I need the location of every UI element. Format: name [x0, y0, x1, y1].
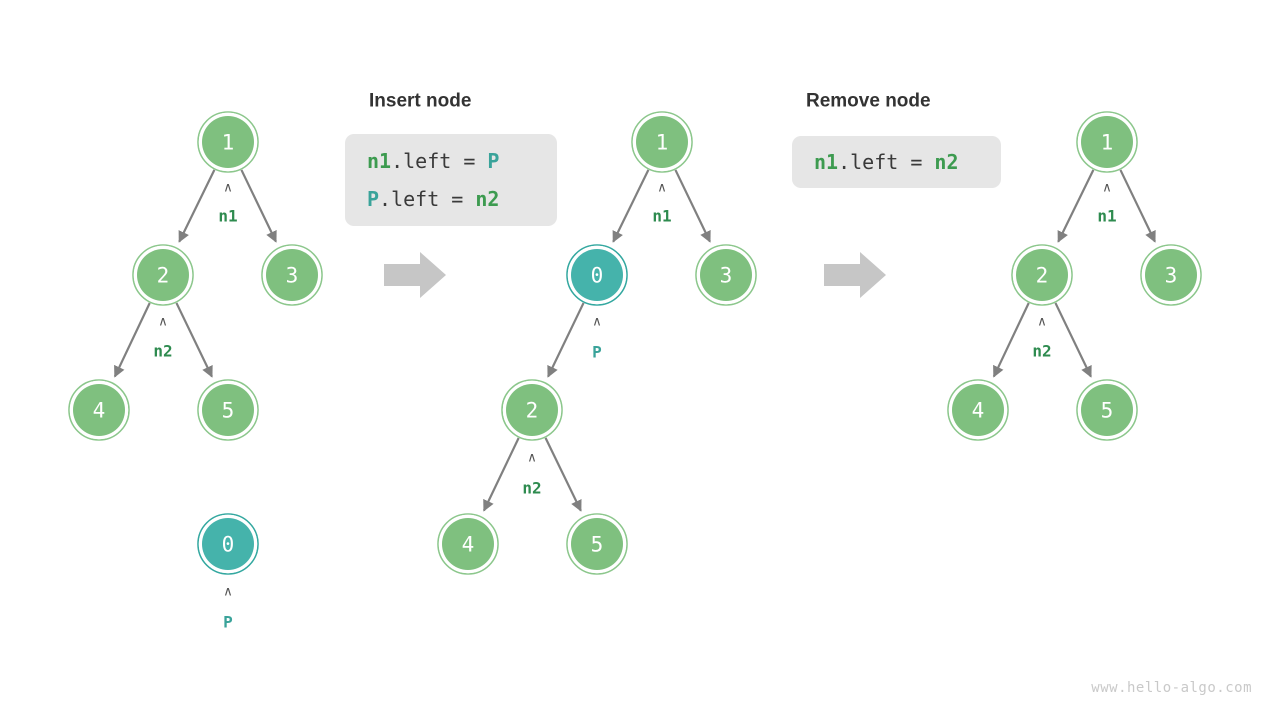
tree-node-0[interactable]: 0 — [566, 244, 628, 306]
tree-edge-node-2-to-node-4 — [113, 302, 151, 378]
watermark: www.hello-algo.com — [1091, 680, 1252, 696]
pointer-caret-icon: ∧ — [657, 181, 667, 196]
tree-node-5[interactable]: 5 — [566, 513, 628, 575]
node-value-label: 0 — [591, 264, 604, 288]
tree-node-3[interactable]: 3 — [695, 244, 757, 306]
node-value-label: 2 — [526, 399, 539, 423]
code-token: n2 — [475, 187, 499, 211]
tree-edge-node-1-to-node-3 — [674, 169, 711, 243]
pointer-label: n2 — [153, 342, 172, 361]
node-value-label: 3 — [1165, 264, 1178, 288]
tree-edge-node-1-to-node-2 — [178, 169, 216, 243]
tree-node-1[interactable]: 1 — [1076, 111, 1138, 173]
tree-node-0[interactable]: 0 — [197, 513, 259, 575]
pointer-label: n2 — [1032, 342, 1051, 361]
tree-node-5[interactable]: 5 — [197, 379, 259, 441]
pointer-caret-icon: ∧ — [1102, 181, 1112, 196]
edges-layer — [113, 169, 1156, 512]
tree-edge-node-1-to-node-0 — [612, 169, 650, 243]
node-value-label: 1 — [222, 131, 235, 155]
pointer-caret-icon: ∧ — [158, 315, 168, 330]
pointer-caret-icon: ∧ — [223, 585, 233, 600]
tree-node-2[interactable]: 2 — [501, 379, 563, 441]
pointer-caret-icon: ∧ — [1037, 315, 1047, 330]
pointer-n2: ∧ n2 — [1032, 315, 1051, 361]
nodes-layer: 1 2 3 4 5 0 1 0 3 2 4 5 1 2 3 4 5 — [68, 111, 1202, 575]
pointer-label: P — [592, 343, 602, 362]
code-token: n1 — [814, 150, 838, 174]
pointer-n1: ∧ n1 — [1097, 181, 1116, 226]
tree-edge-node-2-to-node-4 — [992, 302, 1030, 378]
pointer-caret-icon: ∧ — [223, 181, 233, 196]
code-line: n1.left = P — [367, 149, 499, 173]
tree-edge-node-2-to-node-5 — [544, 437, 582, 512]
pointer-caret-icon: ∧ — [592, 315, 602, 330]
node-value-label: 0 — [222, 533, 235, 557]
pointer-label: n1 — [218, 207, 237, 226]
node-value-label: 3 — [720, 264, 733, 288]
tree-edge-node-1-to-node-2 — [1057, 169, 1095, 243]
pointer-n1: ∧ n1 — [218, 181, 237, 226]
pointers-layer: ∧n1∧n2∧P∧n1∧P∧n2∧n1∧n2 — [153, 181, 1116, 632]
node-value-label: 2 — [157, 264, 170, 288]
section-title-insert: Insert node — [369, 91, 471, 112]
code-box-remove: n1.left = n2 — [792, 136, 1001, 188]
pointer-caret-icon: ∧ — [527, 451, 537, 466]
code-token: n2 — [934, 150, 958, 174]
section-title-remove: Remove node — [806, 91, 931, 112]
node-value-label: 2 — [1036, 264, 1049, 288]
pointer-p: ∧P — [592, 315, 602, 362]
node-value-label: 3 — [286, 264, 299, 288]
pointer-label: n2 — [522, 479, 541, 498]
node-value-label: 4 — [462, 533, 475, 557]
node-value-label: 4 — [93, 399, 106, 423]
code-token: .left = — [379, 187, 475, 211]
step-arrow-2 — [824, 252, 886, 298]
code-token: P — [367, 187, 379, 211]
titles-layer: Insert node Remove node — [369, 91, 931, 112]
node-value-label: 5 — [591, 533, 604, 557]
tree-edge-node-2-to-node-5 — [1054, 302, 1092, 378]
step-arrow-1 — [384, 252, 446, 298]
tree-node-4[interactable]: 4 — [437, 513, 499, 575]
tree-node-4[interactable]: 4 — [947, 379, 1009, 441]
tree-node-3[interactable]: 3 — [1140, 244, 1202, 306]
code-line: P.left = n2 — [367, 187, 499, 211]
code-token: .left = — [391, 149, 487, 173]
pointer-n1: ∧ n1 — [652, 181, 671, 226]
code-box-insert: n1.left = PP.left = n2 — [345, 134, 557, 226]
node-value-label: 4 — [972, 399, 985, 423]
code-line: n1.left = n2 — [814, 150, 959, 174]
pointer-label: n1 — [652, 207, 671, 226]
tree-node-1[interactable]: 1 — [631, 111, 693, 173]
node-value-label: 5 — [1101, 399, 1114, 423]
tree-node-1[interactable]: 1 — [197, 111, 259, 173]
tree-node-5[interactable]: 5 — [1076, 379, 1138, 441]
pointer-n2: ∧ n2 — [522, 451, 541, 498]
node-value-label: 5 — [222, 399, 235, 423]
pointer-label: P — [223, 613, 233, 632]
tree-edge-node-1-to-node-3 — [240, 169, 277, 243]
code-token: P — [487, 149, 499, 173]
node-value-label: 1 — [1101, 131, 1114, 155]
code-token: .left = — [838, 150, 934, 174]
tree-edge-node-2-to-node-4 — [482, 437, 520, 512]
tree-edge-node-0-to-node-2 — [547, 302, 585, 378]
node-value-label: 1 — [656, 131, 669, 155]
tree-node-2[interactable]: 2 — [132, 244, 194, 306]
tree-edge-node-1-to-node-3 — [1119, 169, 1156, 243]
pointer-n2: ∧ n2 — [153, 315, 172, 361]
tree-node-2[interactable]: 2 — [1011, 244, 1073, 306]
step-arrows-layer — [384, 252, 886, 298]
code-token: n1 — [367, 149, 391, 173]
tree-node-4[interactable]: 4 — [68, 379, 130, 441]
pointer-label: n1 — [1097, 207, 1116, 226]
tree-node-3[interactable]: 3 — [261, 244, 323, 306]
pointer-p: ∧P — [223, 585, 233, 632]
tree-edge-node-2-to-node-5 — [175, 302, 213, 378]
